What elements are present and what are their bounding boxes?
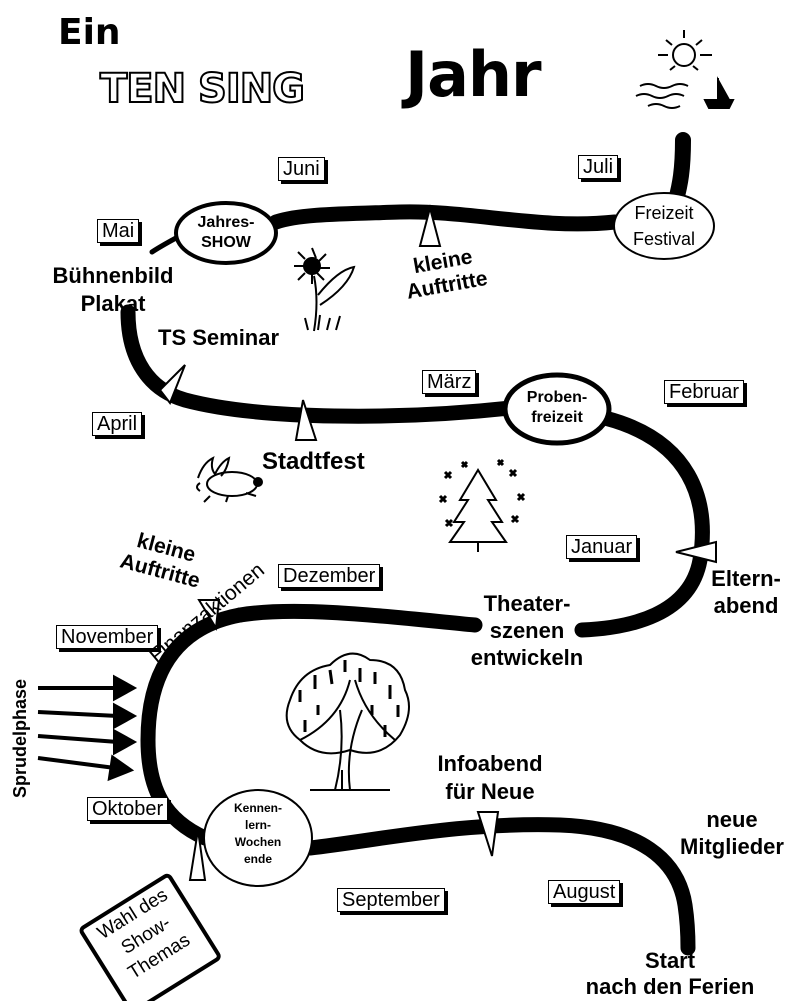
month-august: August: [548, 880, 621, 904]
rabbit-icon: [196, 456, 263, 503]
month-dezember: Dezember: [278, 564, 381, 588]
marker-ts-seminar: [158, 364, 186, 406]
marker-kleine-auftritte-left: [197, 599, 221, 632]
stadtfest-label: Stadtfest: [262, 448, 365, 475]
fir-tree-icon: [438, 458, 526, 552]
month-juni: Juni: [278, 157, 325, 181]
road-dezember: [232, 603, 483, 633]
month-april: April: [92, 412, 143, 436]
proben-freizeit-label: Proben-freizeit: [526, 389, 588, 426]
sun-boat-icon: [635, 30, 735, 109]
marker-elternabend: [675, 540, 717, 564]
oval-freizeit-festival: [613, 192, 715, 260]
wahl-box: [79, 873, 221, 1001]
sunflower-icon: [294, 247, 356, 332]
marker-wahl: [188, 829, 207, 881]
road-winter: [574, 410, 710, 638]
month-maerz: März: [422, 370, 477, 394]
jahres-show-label: Jahres-SHOW: [197, 214, 255, 251]
sprudelphase-label: Sprudelphase: [10, 678, 30, 798]
marker-stadtfest: [294, 399, 318, 441]
ts-seminar-label: TS Seminar: [158, 325, 280, 350]
title-ein: Ein: [58, 12, 121, 53]
title-jahr: Jahr: [405, 38, 542, 111]
title-ten-sing: TEN SING: [99, 65, 306, 113]
road-herbst: [140, 607, 248, 846]
oval-kennenlern: [203, 789, 313, 887]
month-oktober: Oktober: [87, 797, 169, 821]
road-mai: [149, 235, 179, 255]
road-summer: [268, 204, 623, 232]
month-november: November: [56, 625, 159, 649]
marker-kleine-auftritte-top: [418, 204, 442, 247]
oval-proben-freizeit: [502, 372, 612, 446]
month-september: September: [337, 888, 445, 912]
month-juli: Juli: [578, 155, 619, 179]
road-spring: [120, 304, 518, 424]
road-september: [302, 817, 696, 956]
elternabend-label: Eltern-abend: [711, 566, 781, 618]
month-februar: Februar: [664, 380, 745, 404]
oval-jahres-show: [174, 201, 278, 265]
month-mai: Mai: [97, 219, 140, 243]
sprudelphase-arrows: [37, 674, 138, 782]
marker-infoabend: [476, 811, 500, 857]
road-juli: [668, 132, 691, 208]
leafy-tree-icon: [285, 652, 410, 791]
month-januar: Januar: [566, 535, 638, 559]
